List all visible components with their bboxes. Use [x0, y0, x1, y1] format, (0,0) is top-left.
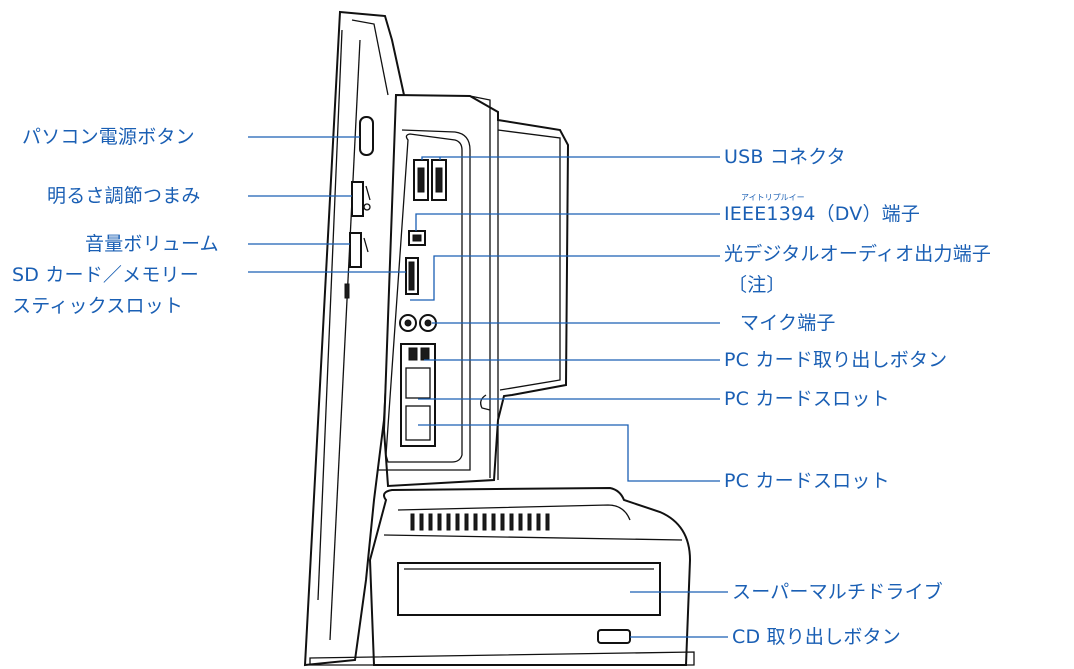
- volume-knob-shape: [349, 232, 362, 268]
- brightness-knob-shape: [351, 181, 364, 217]
- label-cd-eject: CD 取り出しボタン: [732, 626, 901, 648]
- monitor-panel: [303, 10, 406, 667]
- label-sd-slot-line1: SD カード／メモリー: [12, 264, 199, 286]
- cd-eject-button-shape: [597, 629, 631, 644]
- optical-drive-shape: [397, 562, 661, 616]
- vent-slots: [410, 513, 550, 531]
- label-volume: 音量ボリューム: [85, 233, 219, 255]
- label-super-multi-drive: スーパーマルチドライブ: [732, 581, 944, 603]
- label-usb: USB コネクタ: [724, 146, 846, 168]
- label-note: 〔注〕: [728, 274, 786, 296]
- body-side: [378, 93, 570, 488]
- power-button-shape: [359, 116, 374, 156]
- label-pc-card-slot-lower: PC カードスロット: [724, 470, 890, 492]
- base-unit: [309, 486, 695, 666]
- label-optical-audio: 光デジタルオーディオ出力端子: [724, 243, 992, 265]
- label-sd-slot-line2: スティックスロット: [12, 295, 184, 317]
- label-mic: マイク端子: [740, 312, 836, 334]
- label-pc-card-slot-upper: PC カードスロット: [724, 388, 890, 410]
- label-ieee1394: IEEE1394（DV）端子: [724, 203, 921, 225]
- label-power-button: パソコン電源ボタン: [22, 126, 195, 148]
- label-brightness-knob: 明るさ調節つまみ: [47, 185, 201, 207]
- label-ieee-ruby: アイトリプルイー: [741, 193, 805, 202]
- label-pc-card-eject: PC カード取り出しボタン: [724, 349, 948, 371]
- leader-lines: [248, 136, 728, 638]
